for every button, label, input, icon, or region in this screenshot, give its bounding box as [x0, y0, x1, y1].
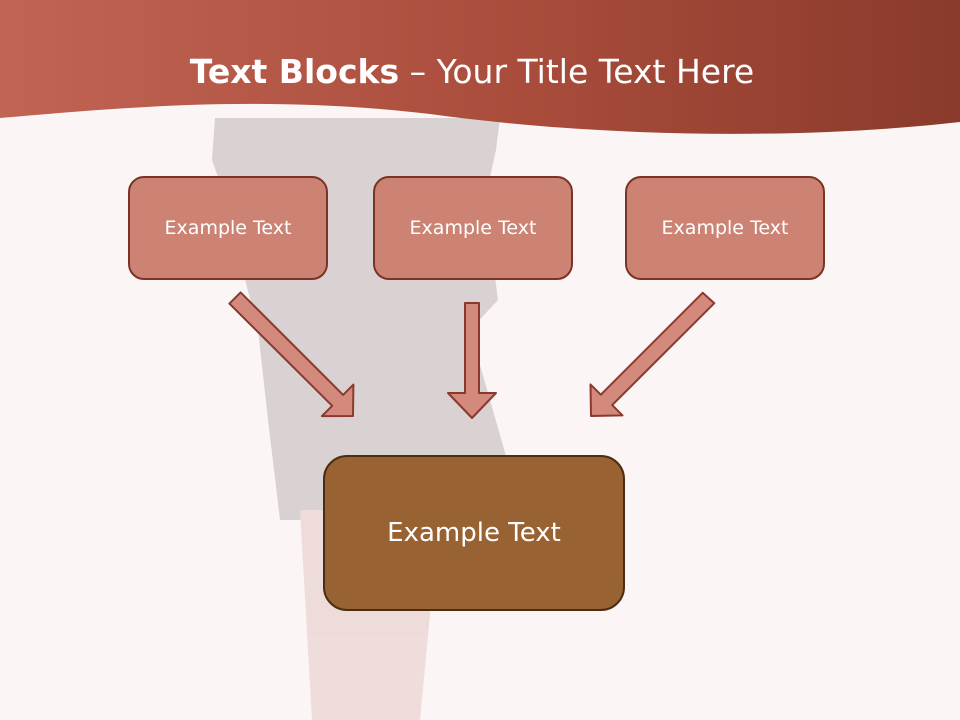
- title-dash: –: [409, 52, 427, 91]
- arrow-right: [589, 291, 716, 417]
- source-box-1: Example Text: [128, 176, 328, 280]
- target-box-label: Example Text: [387, 518, 561, 548]
- title-rest-text: Your Title Text Here: [436, 52, 755, 91]
- slide-title: Text Blocks – Your Title Text Here: [0, 52, 944, 91]
- arrow-left: [228, 291, 355, 418]
- source-box-2-label: Example Text: [409, 217, 537, 239]
- source-box-1-label: Example Text: [164, 217, 292, 239]
- title-bold-text: Text Blocks: [189, 52, 400, 91]
- source-box-3: Example Text: [625, 176, 825, 280]
- source-box-2: Example Text: [373, 176, 573, 280]
- source-box-3-label: Example Text: [661, 217, 789, 239]
- target-box: Example Text: [323, 455, 625, 611]
- header-band: [0, 0, 960, 134]
- arrow-center: [447, 302, 497, 419]
